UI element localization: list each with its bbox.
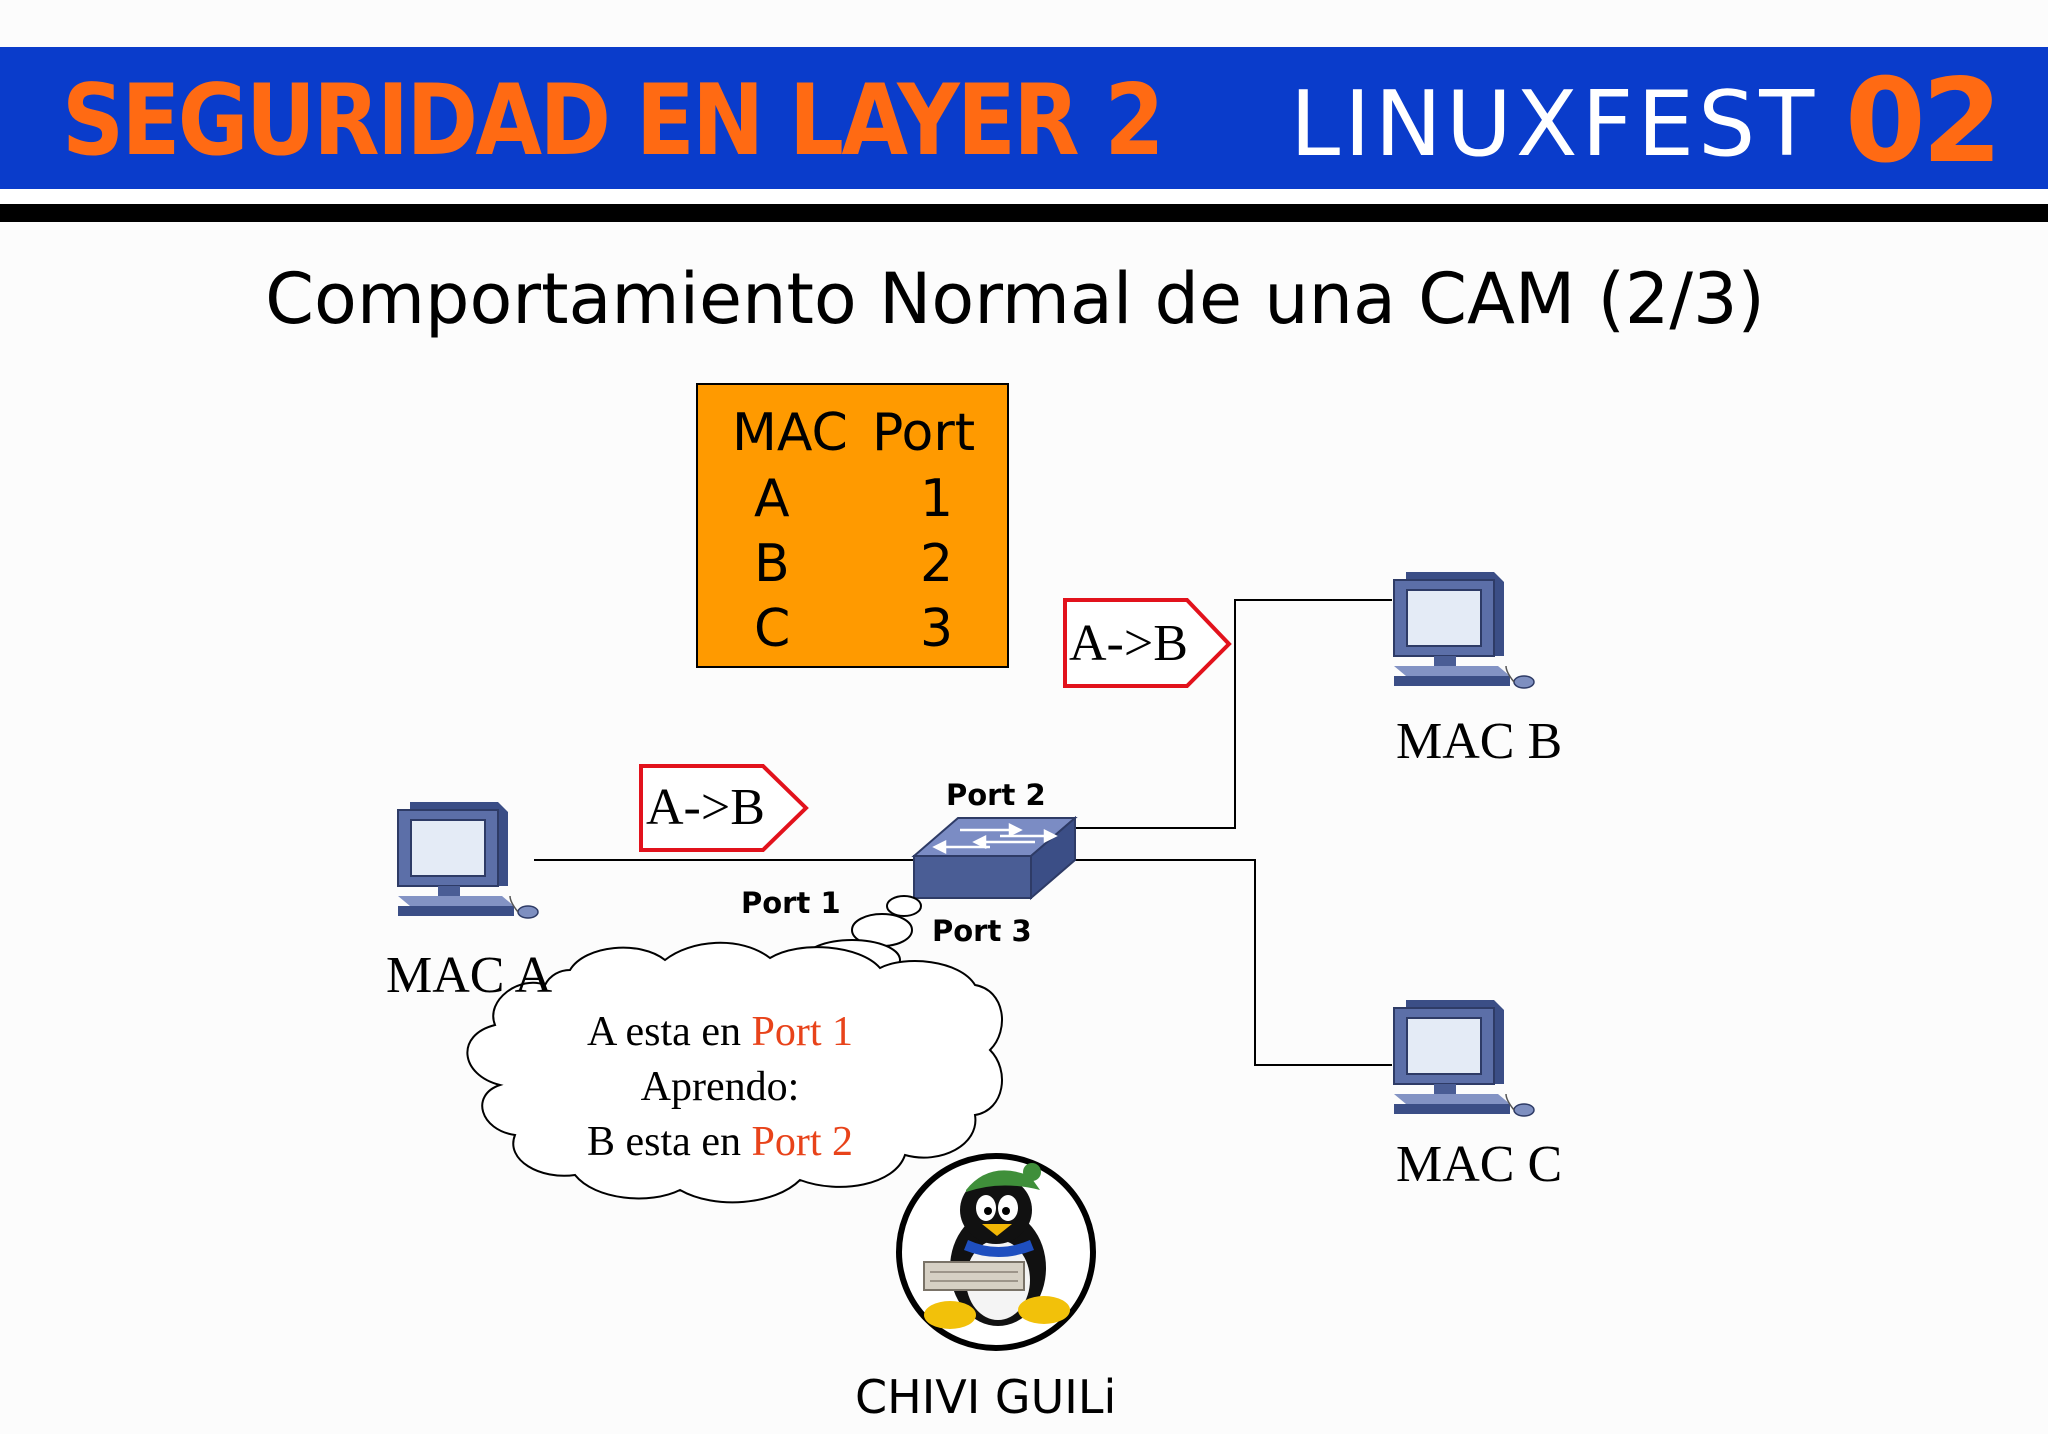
thought-line-3-port: Port 2 bbox=[751, 1119, 853, 1165]
cam-row-port: 2 bbox=[920, 534, 954, 594]
computer-a-icon bbox=[397, 801, 539, 919]
header-banner bbox=[0, 47, 2048, 189]
host-label-mac-c: MAC C bbox=[1396, 1136, 1563, 1193]
thought-line-1: A esta en Port 1 bbox=[520, 1005, 920, 1060]
cam-table: MAC Port A 1 B 2 C 3 bbox=[696, 383, 1009, 668]
cam-row-port: 3 bbox=[920, 599, 954, 659]
event-brand-number: 02 bbox=[1845, 54, 2002, 189]
thought-line-3: B esta en Port 2 bbox=[520, 1115, 920, 1170]
cam-header-mac: MAC bbox=[732, 403, 848, 463]
cam-row: C 3 bbox=[698, 599, 1007, 663]
penguin-mascot-icon bbox=[896, 1153, 1096, 1351]
port-label-2: Port 2 bbox=[946, 778, 1046, 812]
cam-row: B 2 bbox=[698, 534, 1007, 598]
host-label-mac-a: MAC A bbox=[386, 947, 553, 1004]
presentation-title: SEGURIDAD EN LAYER 2 bbox=[62, 64, 1164, 178]
cam-row-port: 1 bbox=[920, 469, 954, 529]
slide-title: Comportamiento Normal de una CAM (2/3) bbox=[265, 258, 1765, 340]
thought-line-1-port: Port 1 bbox=[751, 1009, 853, 1055]
mascot-caption: CHIVI GUILi bbox=[855, 1370, 1117, 1424]
header-divider-light bbox=[0, 189, 2048, 204]
frame-label-a-to-b-forwarded: A->B bbox=[1069, 615, 1188, 672]
frame-label-a-to-b: A->B bbox=[646, 779, 765, 836]
cam-header-port: Port bbox=[872, 403, 976, 463]
computer-b-icon bbox=[1393, 571, 1535, 689]
computer-c-icon bbox=[1393, 999, 1535, 1117]
header-divider-dark bbox=[0, 204, 2048, 222]
cam-row-mac: B bbox=[754, 534, 790, 594]
link-switch-c bbox=[1075, 859, 1392, 1066]
link-switch-b bbox=[1075, 599, 1392, 829]
event-brand: LINUXFEST bbox=[1290, 72, 1819, 177]
port-label-3: Port 3 bbox=[932, 914, 1032, 948]
port-label-1: Port 1 bbox=[741, 886, 841, 920]
thought-text: A esta en Port 1 Aprendo: B esta en Port… bbox=[520, 1005, 920, 1170]
thought-line-3-text: B esta en bbox=[587, 1119, 752, 1165]
frame-arrow-shape bbox=[639, 764, 809, 852]
host-label-mac-b: MAC B bbox=[1396, 713, 1563, 770]
switch-icon bbox=[911, 815, 1078, 901]
frame-arrow-shape bbox=[1063, 598, 1232, 688]
cam-row: A 1 bbox=[698, 469, 1007, 533]
thought-line-1-text: A esta en bbox=[587, 1009, 752, 1055]
cam-row-mac: C bbox=[754, 599, 791, 659]
thought-line-2: Aprendo: bbox=[640, 1064, 800, 1110]
thought-bubble bbox=[466, 895, 1003, 1204]
cam-row-mac: A bbox=[754, 469, 790, 529]
